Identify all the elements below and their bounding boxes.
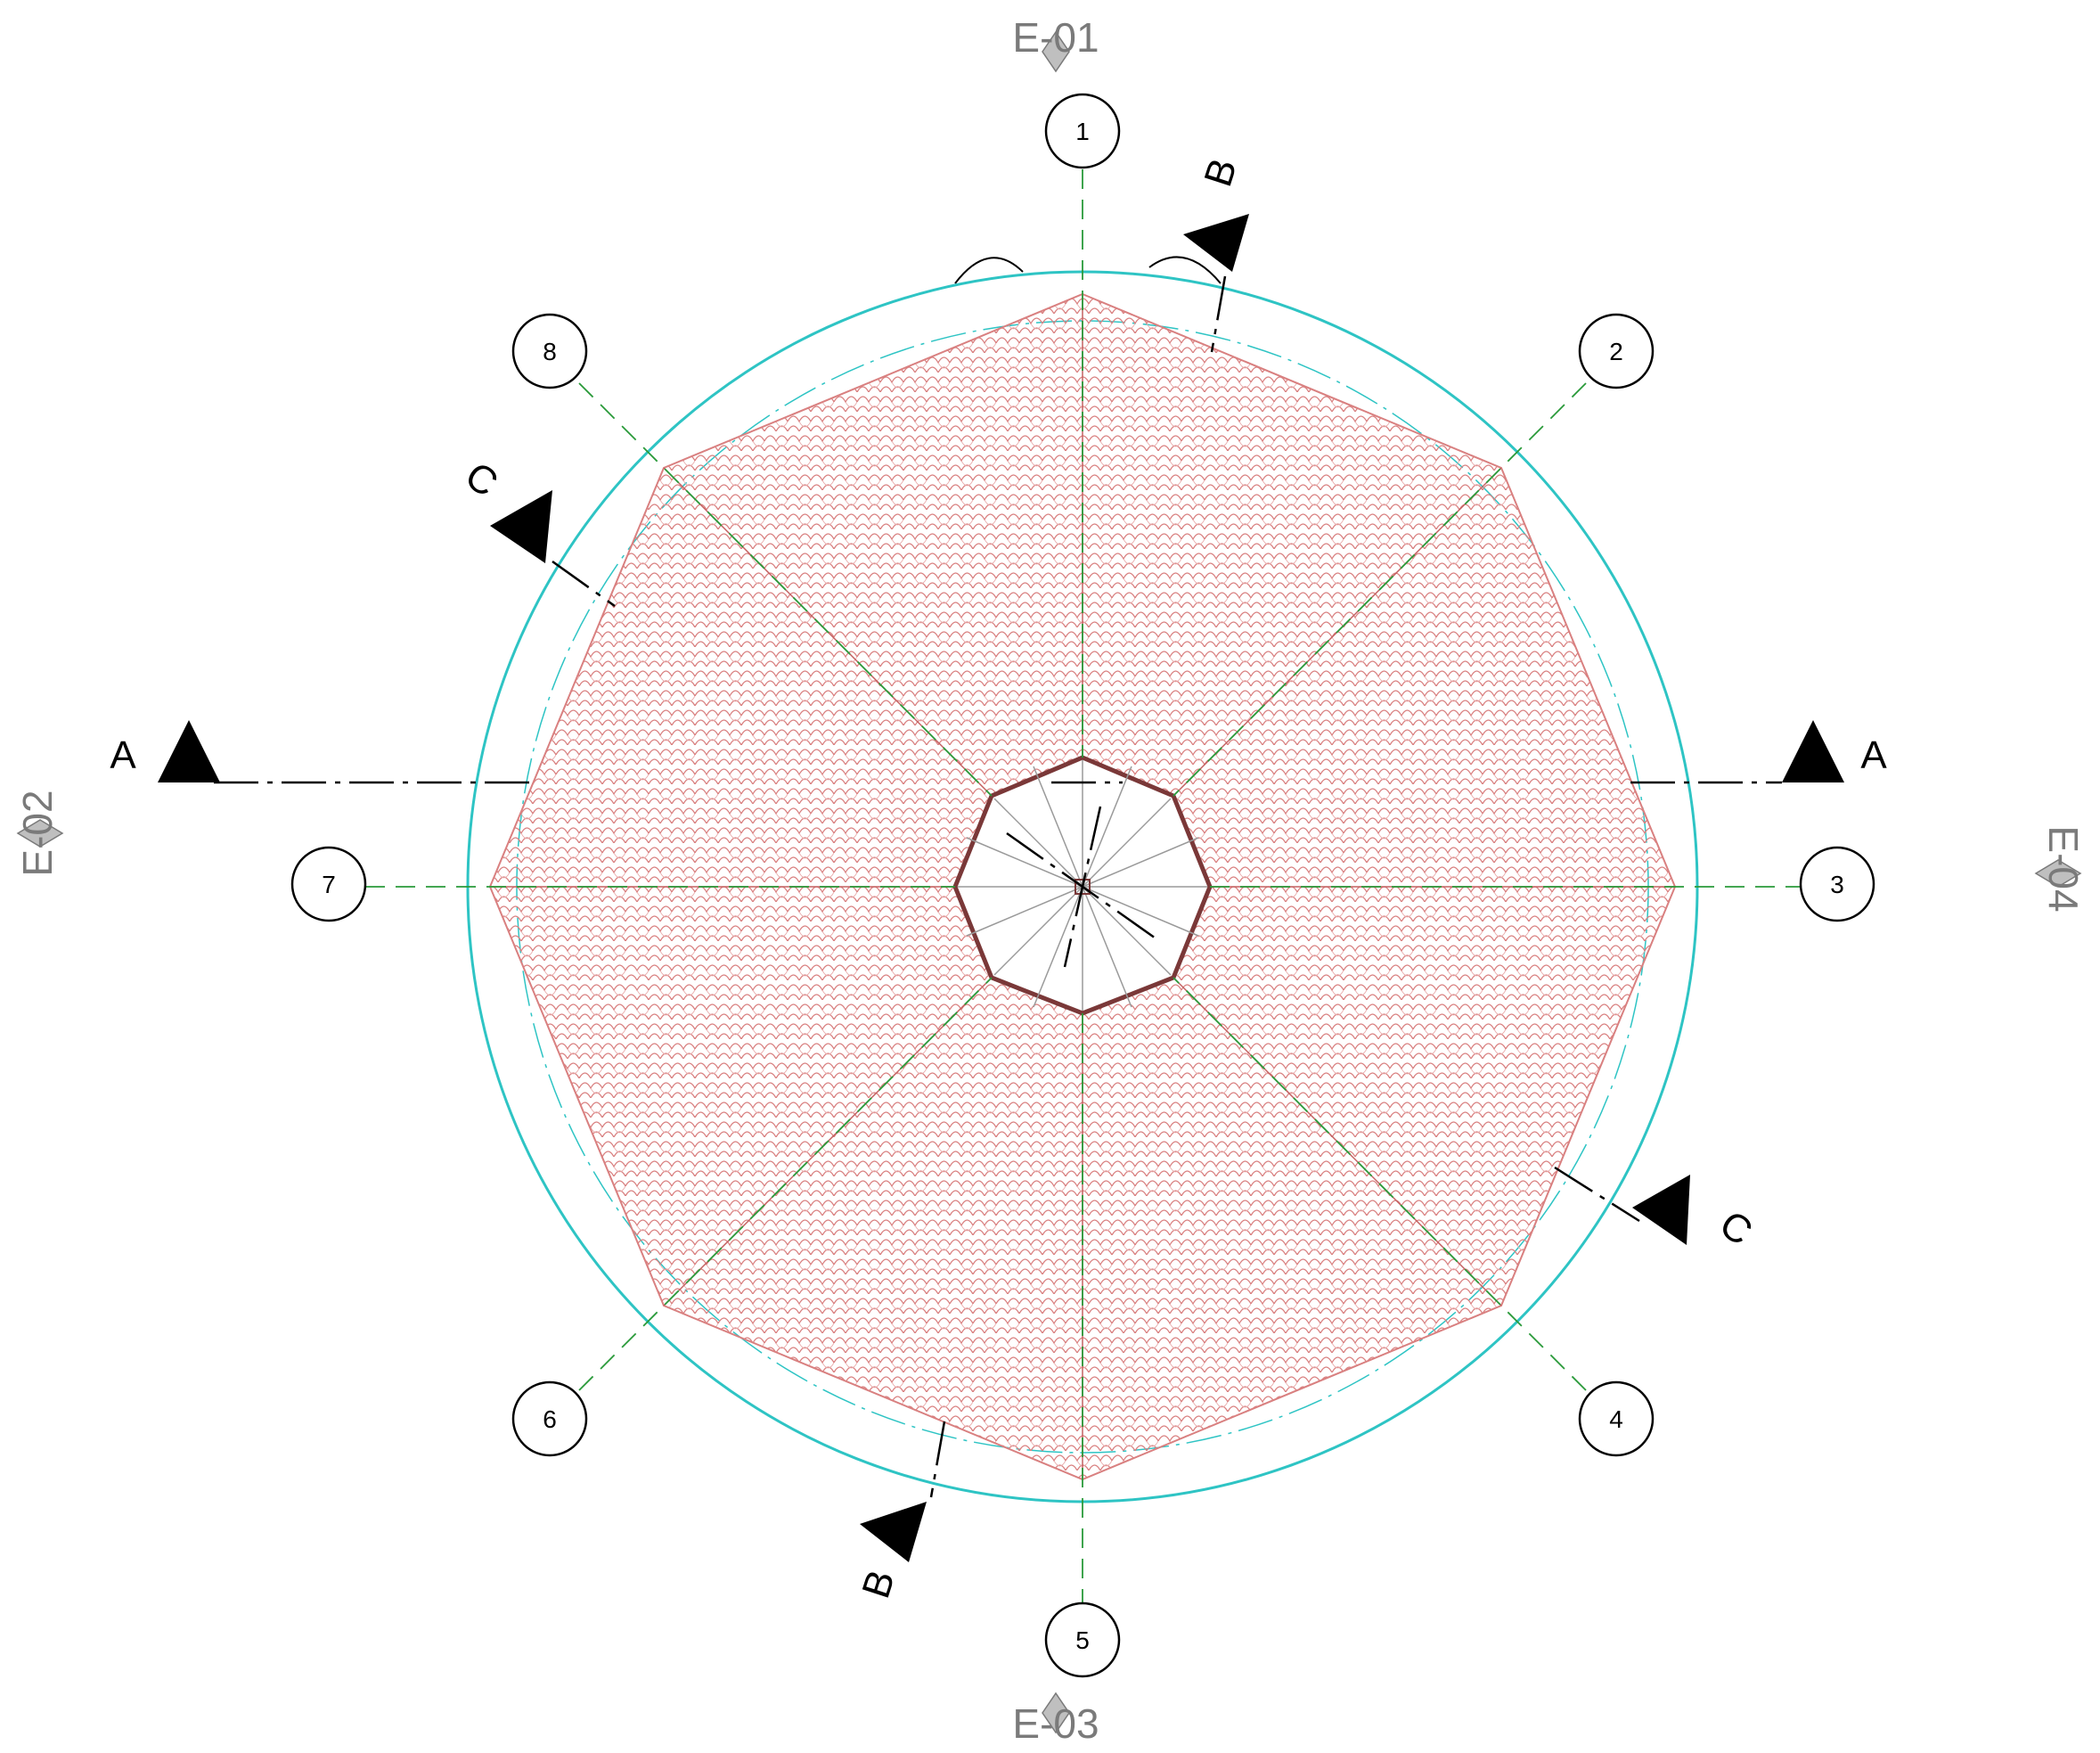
grid-bubble-4: 4	[1578, 1380, 1655, 1457]
elevation-tag-bottom: E-03	[1012, 1692, 1099, 1747]
svg-text:8: 8	[543, 338, 557, 365]
svg-text:E-01: E-01	[1012, 14, 1099, 61]
section-c-left-flag	[490, 490, 552, 563]
grid-bubble-5: 5	[1044, 1601, 1121, 1678]
svg-text:4: 4	[1609, 1405, 1623, 1433]
svg-text:E-03: E-03	[1012, 1700, 1099, 1747]
section-a-right-label: A	[1860, 733, 1887, 777]
section-c-left-label: C	[457, 454, 505, 505]
grid-bubble-7: 7	[290, 846, 367, 922]
grid-bubble-6: 6	[511, 1380, 588, 1457]
arc-right	[1148, 256, 1222, 284]
section-c-right-flag	[1632, 1175, 1690, 1245]
svg-text:E-04: E-04	[2040, 825, 2087, 912]
center-post	[1075, 879, 1091, 895]
arc-left	[954, 257, 1024, 284]
svg-text:6: 6	[543, 1405, 557, 1433]
section-b-bottom-flag	[860, 1502, 927, 1562]
grid-bubble-2: 2	[1578, 313, 1655, 389]
grid-lines	[365, 169, 1800, 1604]
svg-text:5: 5	[1075, 1626, 1090, 1654]
svg-text:7: 7	[322, 871, 336, 898]
section-c-right-label: C	[1712, 1202, 1760, 1254]
elevation-tag-top: E-01	[1012, 14, 1099, 73]
svg-text:E-02: E-02	[14, 790, 61, 876]
svg-text:3: 3	[1830, 871, 1844, 898]
svg-text:2: 2	[1609, 338, 1623, 365]
section-a-right-flag	[1782, 720, 1844, 782]
section-b-top-flag	[1183, 214, 1249, 272]
section-a-left-flag	[158, 720, 220, 782]
grid-bubble-8: 8	[511, 313, 588, 389]
section-b-top-label: B	[1196, 153, 1246, 192]
section-b-bottom-label: B	[854, 1565, 903, 1603]
grid-bubble-1: 1	[1044, 93, 1121, 169]
section-triangles	[158, 214, 1844, 1562]
elevation-tag-left: E-02	[14, 790, 64, 877]
svg-text:1: 1	[1075, 118, 1090, 145]
elevation-tag-right: E-04	[2034, 825, 2087, 913]
section-a-left-label: A	[110, 733, 136, 777]
section-lines	[214, 275, 1782, 1498]
grid-bubbles: 1 2 3 4 5 6 7 8	[290, 93, 1875, 1678]
elevation-tags: E-01 E-02 E-03 E-04	[14, 14, 2087, 1747]
grid-bubble-3: 3	[1799, 846, 1875, 922]
inner-rafters	[958, 760, 1207, 1011]
